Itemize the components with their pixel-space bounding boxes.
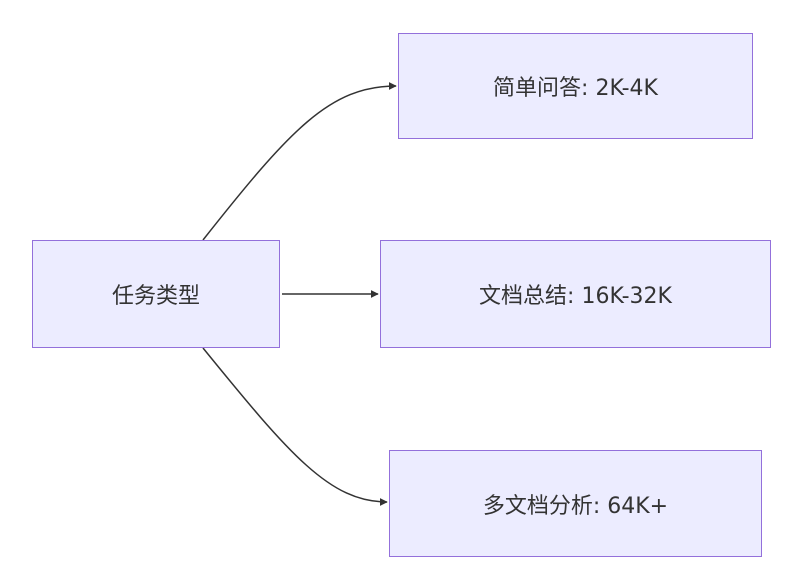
edge-root-to-simple <box>202 82 397 241</box>
node-multi-document-analysis: 多文档分析: 64K+ <box>389 450 762 557</box>
node-task-type: 任务类型 <box>32 240 280 348</box>
node-simple-qa: 简单问答: 2K-4K <box>398 33 753 139</box>
node-simple-qa-label: 简单问答: 2K-4K <box>493 76 658 101</box>
edge-root-to-multi <box>202 347 388 506</box>
node-task-type-label: 任务类型 <box>111 284 200 309</box>
node-multi-document-analysis-label: 多文档分析: 64K+ <box>482 493 669 519</box>
node-document-summary-label: 文档总结: 16K-32K <box>479 284 672 309</box>
node-document-summary: 文档总结: 16K-32K <box>380 240 771 348</box>
